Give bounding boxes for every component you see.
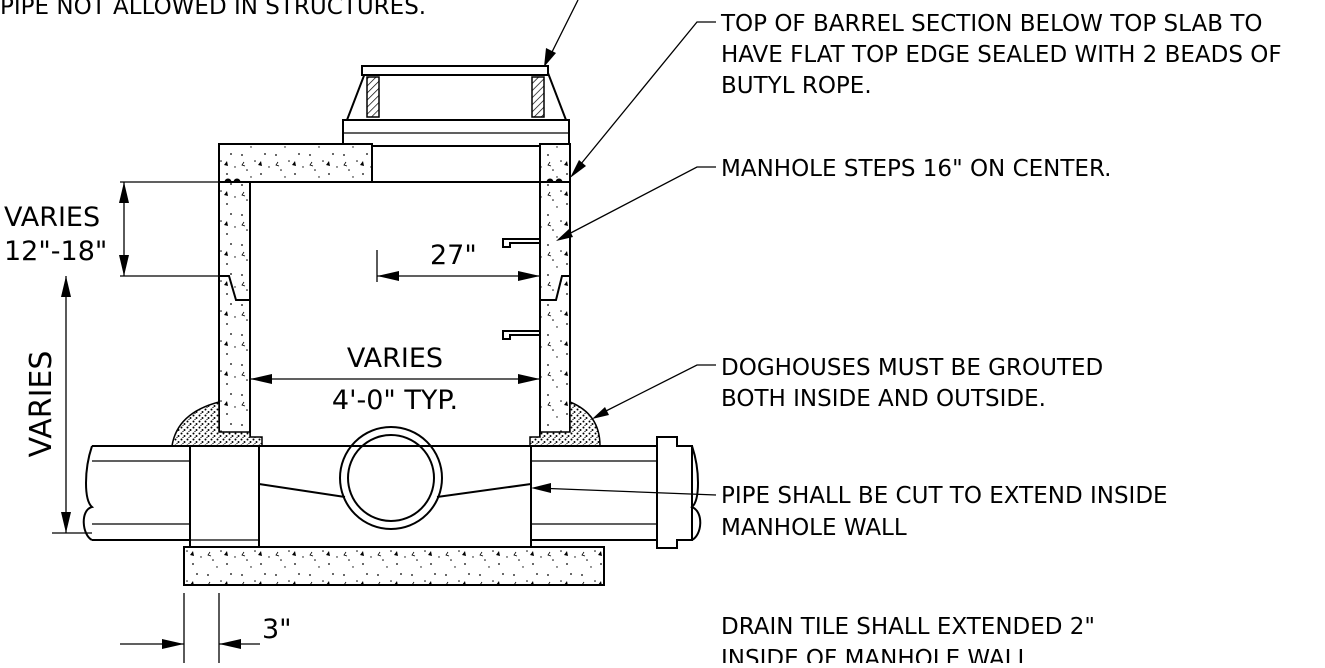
dim-height-varies: VARIES: [24, 351, 59, 458]
note-pipe-cut-line-1: PIPE SHALL BE CUT TO EXTEND INSIDE: [721, 483, 1168, 509]
dim-varies-top-line-2: 12"-18": [4, 236, 107, 267]
barrel-walls: [218, 181, 571, 438]
grout-left: [171, 401, 263, 447]
dim-width-line-1: VARIES: [347, 343, 443, 374]
invert-pipe-inner: [347, 434, 435, 522]
note-drain-tile-line-1: DRAIN TILE SHALL EXTENDED 2": [721, 614, 1095, 640]
manhole-steps: [502, 238, 540, 340]
manhole-frame-casting: [342, 65, 570, 182]
note-doghouse-line-1: DOGHOUSES MUST BE GROUTED: [721, 355, 1103, 381]
base-slab: [183, 546, 605, 586]
note-manhole-steps: MANHOLE STEPS 16" ON CENTER.: [721, 156, 1111, 182]
note-pipe-not-allowed: PIPE NOT ALLOWED IN STRUCTURES.: [0, 0, 426, 20]
note-barrel-line-3: BUTYL ROPE.: [721, 73, 872, 99]
right-pipe-break: [690, 445, 702, 541]
dim-width-line-2: 4'-0" TYP.: [332, 385, 458, 416]
manhole-step-upper: [502, 238, 540, 248]
bench-invert: [258, 426, 532, 548]
right-barrel-wall: [539, 181, 571, 438]
note-pipe-cut-line-2: MANHOLE WALL: [721, 515, 907, 541]
dimension-lines: [52, 181, 540, 663]
note-doghouse-line-2: BOTH INSIDE AND OUTSIDE.: [721, 386, 1046, 412]
dim-base-extension: 3": [262, 614, 292, 645]
dim-step-offset: 27": [430, 240, 477, 271]
grout-right: [529, 400, 601, 447]
note-barrel-line-2: HAVE FLAT TOP EDGE SEALED WITH 2 BEADS O…: [721, 42, 1282, 68]
doghouse-grout: [171, 400, 601, 447]
manhole-step-lower: [502, 330, 540, 340]
top-slab: [218, 143, 571, 186]
left-pipe-break: [82, 445, 95, 541]
right-pipe: [530, 436, 702, 549]
left-pipe: [82, 445, 260, 548]
note-drain-tile-line-2: INSIDE OF MANHOLE WALL: [721, 646, 1030, 663]
left-barrel-wall: [218, 181, 251, 438]
leader-lines: [531, 0, 717, 496]
invert-pipe-outer: [339, 426, 443, 530]
annotation-text: PIPE NOT ALLOWED IN STRUCTURES. TOP OF B…: [0, 0, 1282, 668]
dim-varies-top-line-1: VARIES: [4, 202, 100, 233]
note-barrel-line-1: TOP OF BARREL SECTION BELOW TOP SLAB TO: [720, 11, 1262, 37]
